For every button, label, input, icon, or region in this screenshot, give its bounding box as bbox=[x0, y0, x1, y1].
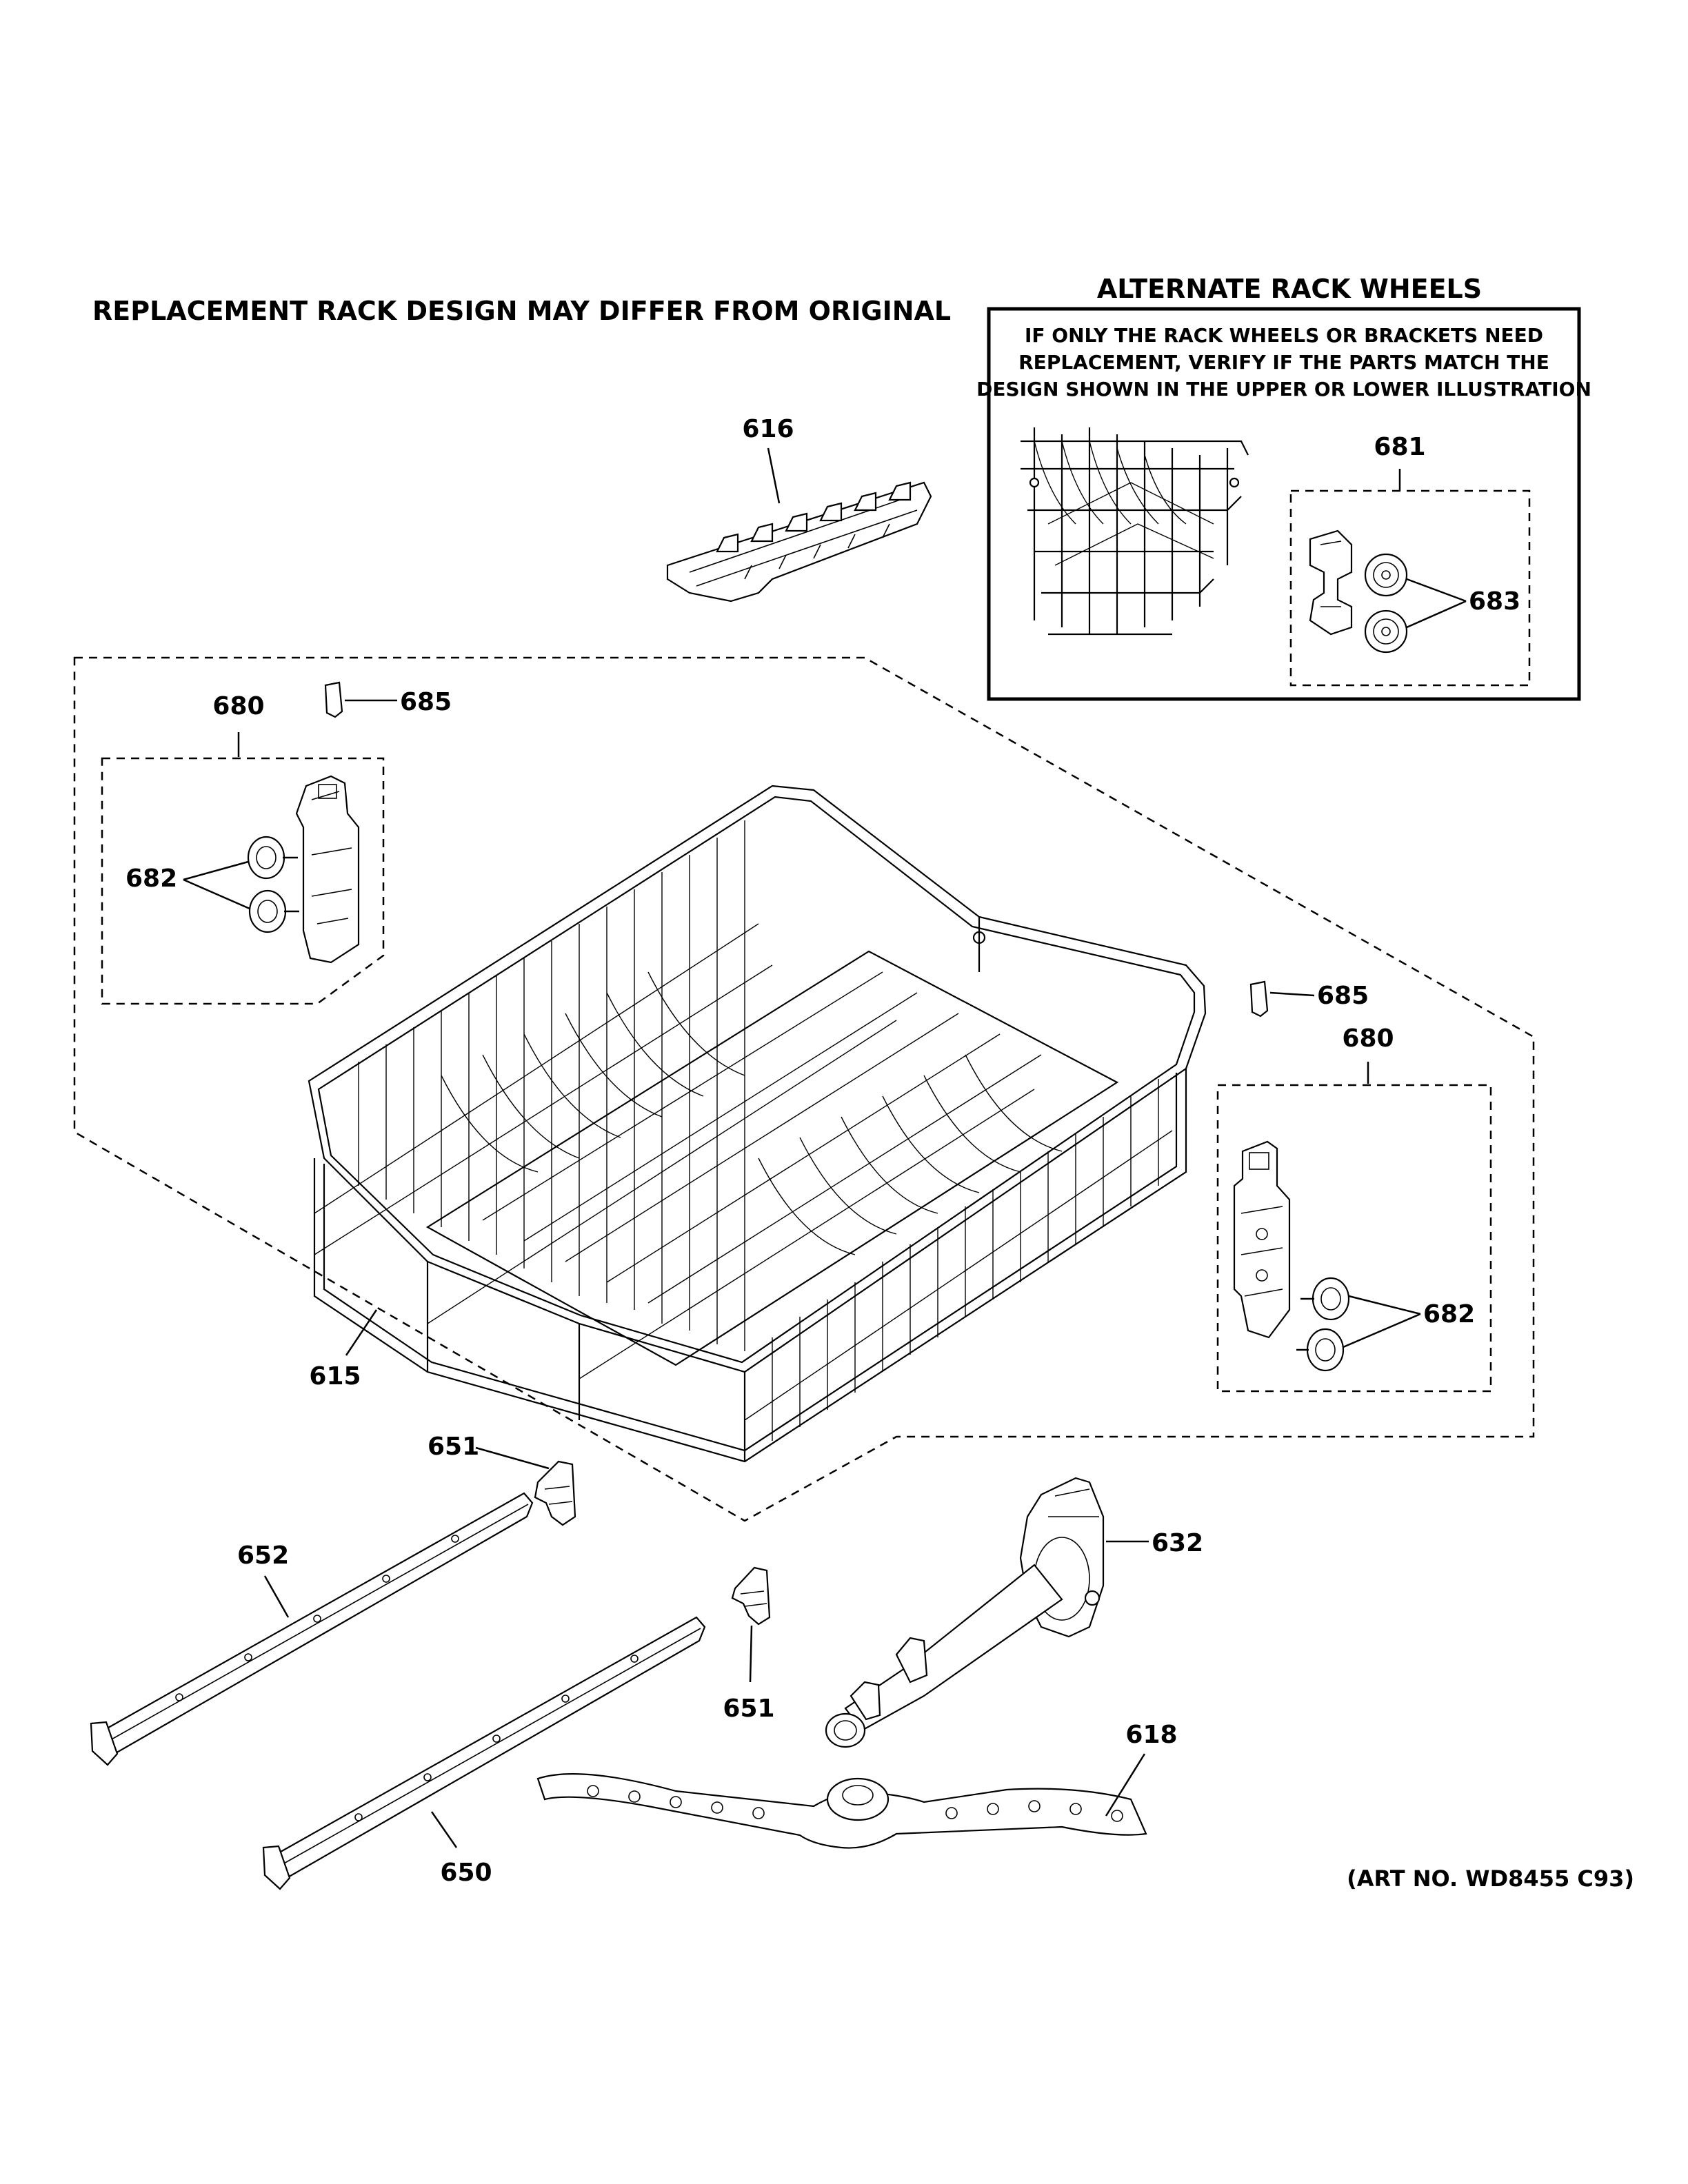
label-680-left: 680 bbox=[212, 692, 264, 720]
spray-arm-manifold-632 bbox=[825, 1477, 1105, 1748]
label-682-right: 682 bbox=[1423, 1300, 1475, 1328]
rack-rail-650 bbox=[262, 1616, 706, 1890]
rack-assembly-outline bbox=[73, 656, 1535, 1522]
stop-clip-685-right bbox=[1249, 980, 1269, 1018]
label-681: 681 bbox=[1374, 433, 1425, 461]
group-681-box bbox=[1289, 489, 1531, 687]
alternate-note-line3: DESIGN SHOWN IN THE UPPER OR LOWER ILLUS… bbox=[976, 378, 1591, 401]
label-632: 632 bbox=[1152, 1529, 1203, 1557]
alternate-note-line2: REPLACEMENT, VERIFY IF THE PARTS MATCH T… bbox=[1018, 351, 1549, 374]
upper-rack-615 bbox=[308, 785, 1207, 1463]
label-652: 652 bbox=[237, 1541, 289, 1570]
rack-wheel-682-right-upper bbox=[1300, 1277, 1350, 1321]
wheel-bracket-680-left bbox=[295, 775, 360, 964]
group-680-left-box bbox=[101, 757, 385, 1005]
wheel-bracket-680-right bbox=[1233, 1140, 1291, 1339]
label-651-bottom: 651 bbox=[723, 1695, 774, 1723]
rack-wheel-682-right-lower bbox=[1296, 1328, 1345, 1372]
tine-clip-616 bbox=[666, 481, 932, 603]
label-682-left: 682 bbox=[125, 865, 177, 893]
label-685-right: 685 bbox=[1317, 982, 1369, 1010]
rack-wheel-682-left-lower bbox=[248, 889, 299, 933]
label-615: 615 bbox=[309, 1362, 361, 1391]
stop-clip-685-top bbox=[324, 681, 343, 718]
wheel-bracket-small bbox=[1309, 529, 1353, 636]
label-651-top: 651 bbox=[428, 1433, 479, 1461]
rack-wheel-683-upper bbox=[1364, 553, 1408, 597]
label-618: 618 bbox=[1125, 1721, 1177, 1749]
design-notice: REPLACEMENT RACK DESIGN MAY DIFFER FROM … bbox=[92, 296, 951, 326]
label-680-right: 680 bbox=[1342, 1024, 1394, 1053]
rack-rail-652 bbox=[90, 1492, 534, 1766]
rail-stop-651-bottom bbox=[731, 1566, 771, 1626]
label-650: 650 bbox=[440, 1859, 492, 1887]
rack-wheel-682-left-upper bbox=[247, 836, 298, 880]
group-680-right-box bbox=[1216, 1084, 1492, 1393]
label-616: 616 bbox=[742, 415, 794, 443]
label-683: 683 bbox=[1469, 587, 1520, 616]
alternate-note-line1: IF ONLY THE RACK WHEELS OR BRACKETS NEED bbox=[1025, 324, 1543, 347]
art-number: (ART NO. WD8455 C93) bbox=[1347, 1866, 1634, 1892]
spray-arm-618 bbox=[536, 1773, 1147, 1849]
alternate-wheels-title: ALTERNATE RACK WHEELS bbox=[1097, 274, 1482, 304]
rack-wheel-683-lower bbox=[1364, 609, 1408, 654]
rack-corner-illustration bbox=[1021, 427, 1249, 636]
label-685-top: 685 bbox=[400, 688, 452, 716]
alternate-wheels-box: IF ONLY THE RACK WHEELS OR BRACKETS NEED… bbox=[976, 307, 1591, 701]
rail-stop-651-top bbox=[534, 1460, 576, 1526]
